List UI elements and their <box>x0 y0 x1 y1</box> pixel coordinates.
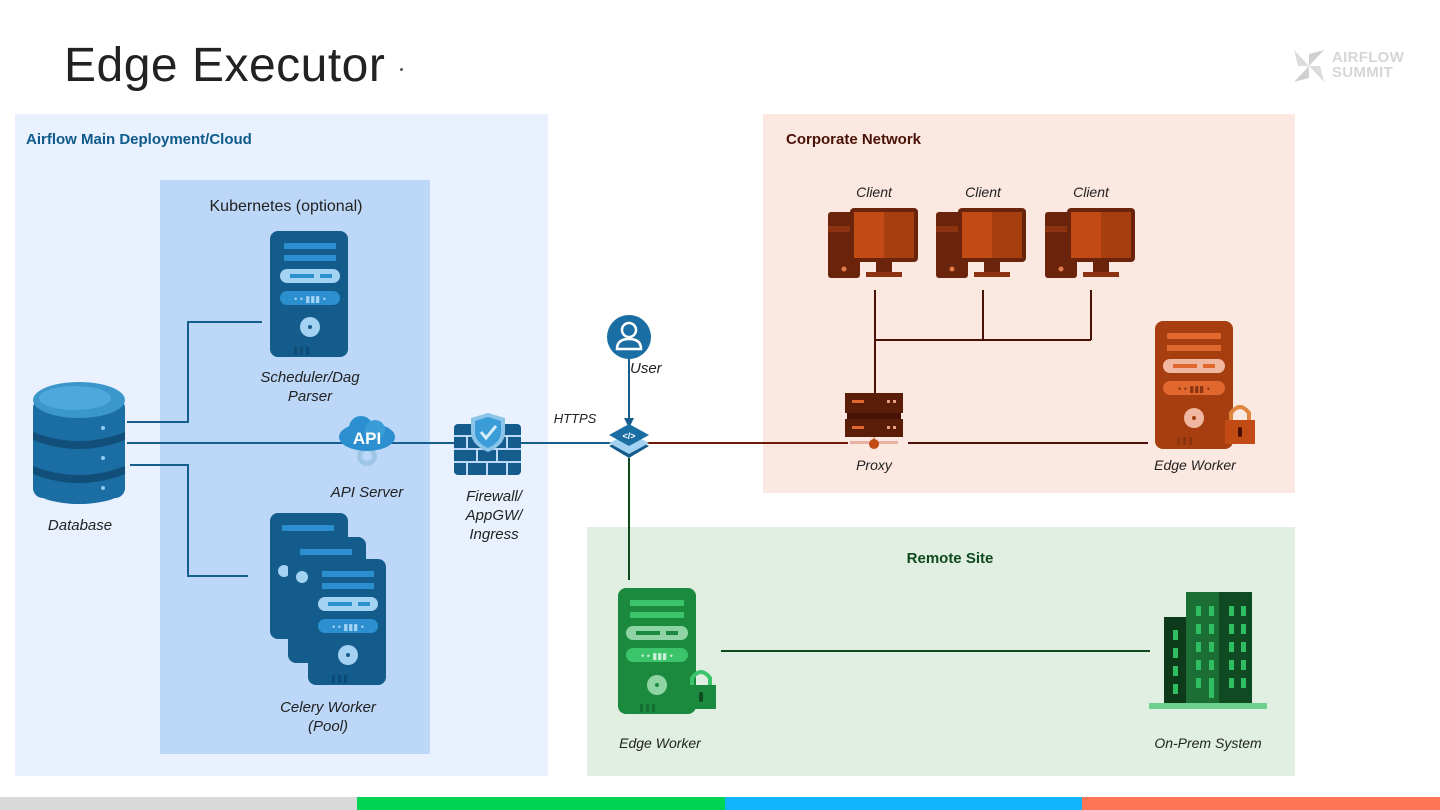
corp-edge-worker-label: Edge Worker <box>1154 457 1236 473</box>
firewall-label-line-1: Firewall/ <box>466 488 522 505</box>
code-layers-icon: </> <box>609 424 649 458</box>
svg-text:• • ▮▮▮ •: • • ▮▮▮ • <box>1178 384 1210 394</box>
scheduler-label-line-1: Scheduler/Dag <box>260 369 360 386</box>
celery-label-line-1: Celery Worker <box>280 699 376 716</box>
remote-edge-worker-label: Edge Worker <box>619 735 701 751</box>
celery-worker-label: Celery Worker (Pool) <box>248 698 408 736</box>
firewall-shield-icon <box>454 413 521 475</box>
database-label: Database <box>47 517 113 534</box>
slide-title: Edge Executor <box>64 39 386 92</box>
line-db-scheduler <box>127 321 262 423</box>
zone-title-corporate: Corporate Network <box>786 131 922 148</box>
user-label: User <box>630 360 662 377</box>
svg-text:• • ▮▮▮ •: • • ▮▮▮ • <box>294 294 326 304</box>
zone-title-remote: Remote Site <box>906 550 994 567</box>
client-label-1: Client <box>856 184 892 200</box>
line-db-celery <box>130 464 248 577</box>
padlock-icon <box>1225 405 1255 444</box>
desktop-computer-icon <box>1045 208 1135 278</box>
zone-title-kubernetes: Kubernetes (optional) <box>209 198 363 215</box>
airflow-summit-logo: AIRFLOW SUMMIT <box>1292 48 1405 86</box>
footer-bar-green <box>357 797 725 810</box>
client-label-3: Client <box>1073 184 1109 200</box>
scheduler-server-icon: • • ▮▮▮ • <box>270 231 348 357</box>
desktop-computer-icon <box>828 208 918 278</box>
client-label-2: Client <box>965 184 1001 200</box>
api-cloud-icon: API <box>339 416 395 466</box>
celery-label-line-2: (Pool) <box>307 718 348 735</box>
firewall-label-line-2: AppGW/ <box>465 507 523 524</box>
office-building-icon <box>1149 592 1267 709</box>
airflow-pinwheel-icon <box>1294 50 1324 82</box>
onprem-label: On-Prem System <box>1154 735 1262 751</box>
svg-text:• • ▮▮▮ •: • • ▮▮▮ • <box>641 651 673 661</box>
footer-bar-gray <box>0 797 357 810</box>
proxy-server-icon <box>845 393 903 449</box>
remote-edge-worker-icon: • • ▮▮▮ • <box>618 588 716 714</box>
desktop-computer-icon <box>936 208 1026 278</box>
footer-bar-orange <box>1082 797 1440 810</box>
celery-worker-stack-icon: • • ▮▮▮ • <box>270 513 386 685</box>
https-label: HTTPS <box>553 411 597 426</box>
padlock-icon <box>686 670 716 709</box>
database-icon <box>33 382 125 504</box>
scheduler-label-line-2: Parser <box>287 388 333 405</box>
footer-bar-blue <box>725 797 1082 810</box>
zone-title-cloud: Airflow Main Deployment/Cloud <box>26 131 252 148</box>
user-icon <box>607 315 651 359</box>
logo-line-2: SUMMIT <box>1332 64 1393 81</box>
title-dot <box>400 68 403 71</box>
firewall-label-line-3: Ingress <box>469 526 519 543</box>
corp-edge-worker-icon: • • ▮▮▮ • <box>1155 321 1255 449</box>
api-server-label: API Server <box>330 484 404 501</box>
scheduler-label: Scheduler/Dag Parser <box>230 368 390 406</box>
proxy-label: Proxy <box>856 457 892 473</box>
api-icon-text: API <box>353 429 381 448</box>
svg-text:• • ▮▮▮ •: • • ▮▮▮ • <box>332 622 364 632</box>
logo-line-1: AIRFLOW <box>1332 49 1405 66</box>
arrow-head <box>624 418 634 428</box>
svg-text:</>: </> <box>622 431 635 441</box>
firewall-label: Firewall/ AppGW/ Ingress <box>434 487 554 544</box>
